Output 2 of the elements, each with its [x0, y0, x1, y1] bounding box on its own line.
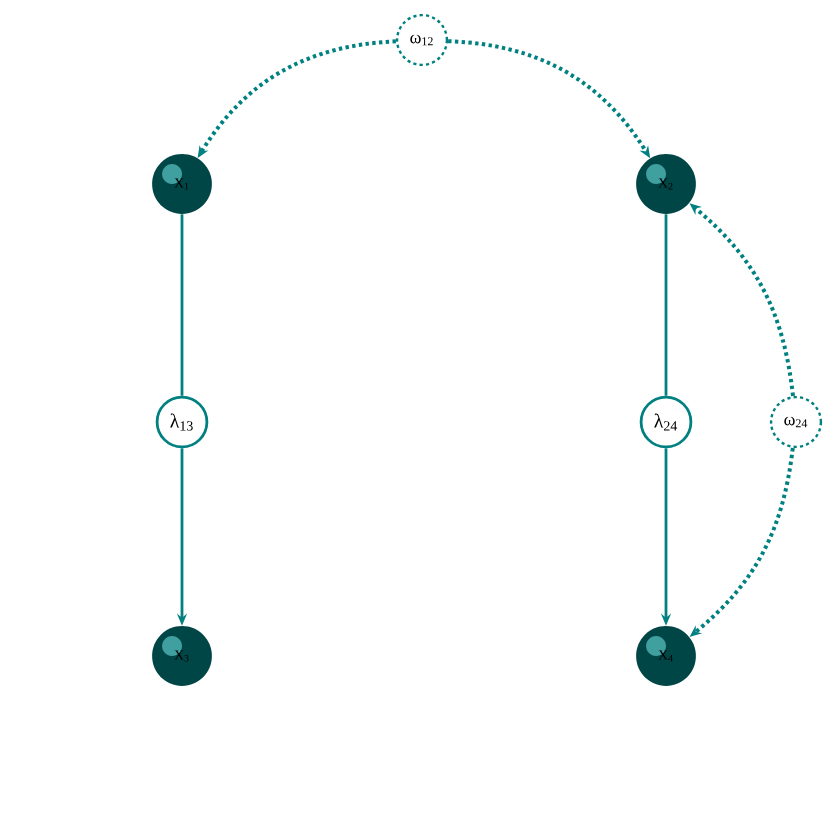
- connector-line: [664, 214, 668, 396]
- connector-line: [180, 214, 184, 396]
